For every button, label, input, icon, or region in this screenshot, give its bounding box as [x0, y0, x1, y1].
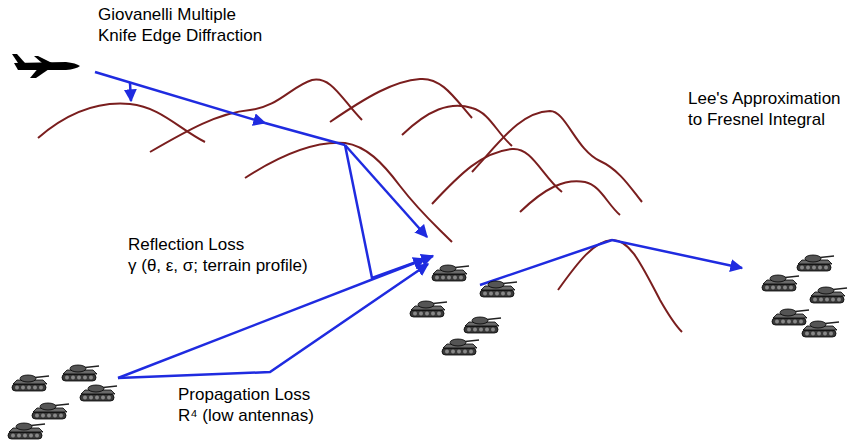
tank-group-left: [8, 365, 117, 439]
propagation-paths: [95, 72, 742, 378]
annotation-label: Lee's Approximation to Fresnel Integral: [688, 88, 850, 130]
annotation-label: γ (θ, ε, σ; terrain profile): [128, 255, 308, 276]
aircraft: [12, 54, 80, 78]
annotation-label: Propagation Loss: [178, 384, 310, 405]
tank-group-right: [762, 255, 847, 337]
terrain-ridges: [38, 79, 682, 332]
annotation-label: R⁴ (low antennas): [178, 405, 314, 426]
tank-group-centre: [410, 265, 517, 355]
annotation-label: Giovanelli Multiple Knife Edge Diffracti…: [98, 4, 274, 46]
annotation-label: Reflection Loss: [128, 234, 244, 255]
